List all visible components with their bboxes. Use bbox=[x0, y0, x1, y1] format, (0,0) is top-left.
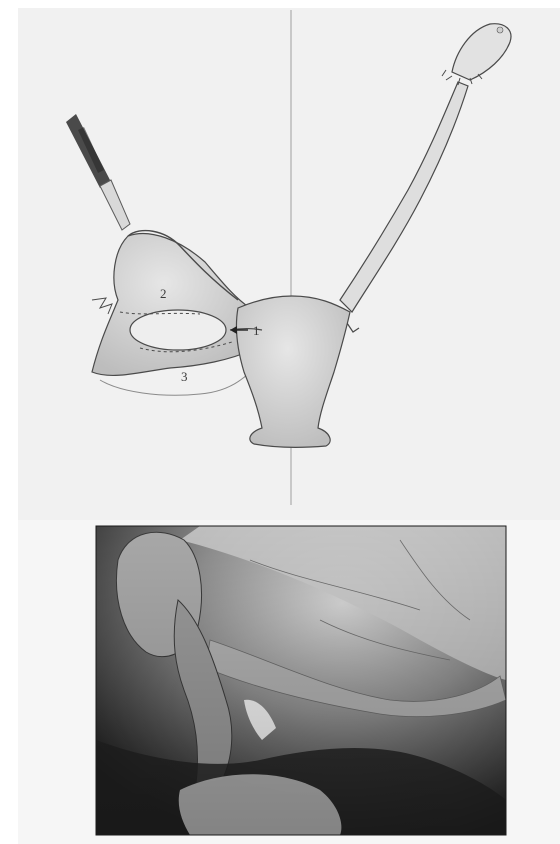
label-3: 3 bbox=[181, 369, 188, 384]
label-2: 2 bbox=[160, 286, 167, 301]
laparoscopic-photo bbox=[96, 526, 506, 835]
label-1: 1 bbox=[253, 323, 260, 338]
